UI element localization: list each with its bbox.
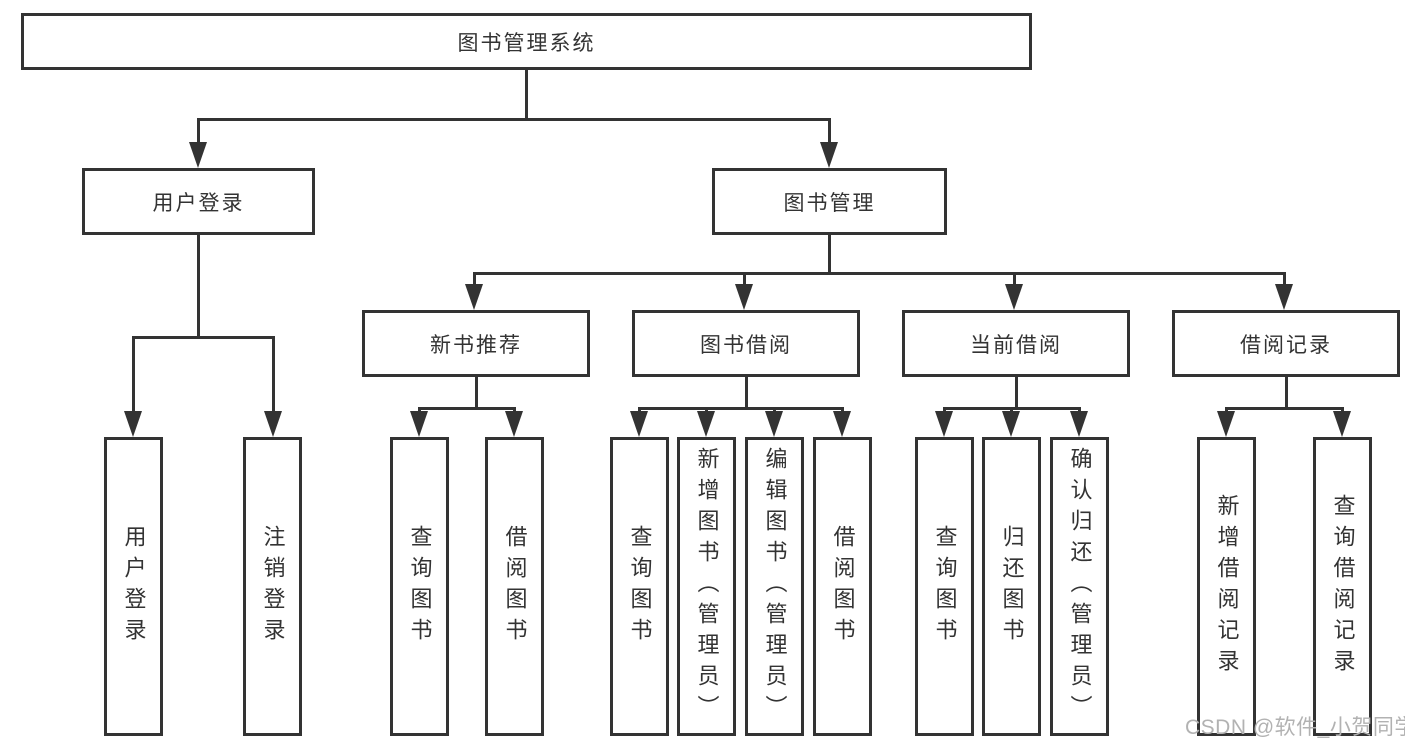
- node-book-borrow: 图书借阅: [632, 310, 860, 377]
- arrowhead-icon: [1070, 411, 1088, 437]
- node-cb-confirm-return: 确认归还（管理员）: [1050, 437, 1109, 736]
- arrowhead-icon: [505, 411, 523, 437]
- arrowhead-icon: [1333, 411, 1351, 437]
- node-bb-borrow-book: 借阅图书: [813, 437, 872, 736]
- arrowhead-icon: [1002, 411, 1020, 437]
- node-br-add-record: 新增借阅记录: [1197, 437, 1256, 736]
- node-bb-add-book: 新增图书（管理员）: [677, 437, 736, 736]
- connector-drop-user-login-group: [271, 336, 275, 413]
- node-root: 图书管理系统: [21, 13, 1032, 70]
- arrowhead-icon: [833, 411, 851, 437]
- connector-branch-book-borrow: [637, 407, 844, 410]
- node-logout: 注销登录: [243, 437, 302, 736]
- connector-drop-current-borrow: [1009, 407, 1013, 413]
- node-new-book: 新书推荐: [362, 310, 590, 377]
- connector-drop-new-book: [417, 407, 421, 413]
- connector-drop-book-management: [472, 272, 476, 286]
- arrowhead-icon: [1005, 284, 1023, 310]
- arrowhead-icon: [410, 411, 428, 437]
- connector-drop-new-book: [512, 407, 516, 413]
- node-bb-query-book: 查询图书: [610, 437, 669, 736]
- connector-drop-current-borrow: [1077, 407, 1081, 413]
- connector-drop-book-borrow: [772, 407, 776, 413]
- connector-drop-borrow-records: [1224, 407, 1228, 413]
- connector-drop-book-borrow: [704, 407, 708, 413]
- csdn-watermark: CSDN @软件_小贺同学: [1185, 716, 1405, 739]
- connector-branch-root: [196, 118, 831, 121]
- arrowhead-icon: [820, 142, 838, 168]
- node-book-management: 图书管理: [712, 168, 947, 235]
- node-cb-query-book: 查询图书: [915, 437, 974, 736]
- arrowhead-icon: [630, 411, 648, 437]
- arrowhead-icon: [1217, 411, 1235, 437]
- connector-branch-borrow-records: [1224, 407, 1344, 410]
- arrowhead-icon: [735, 284, 753, 310]
- connector-drop-current-borrow: [942, 407, 946, 413]
- arrowhead-icon: [124, 411, 142, 437]
- arrowhead-icon: [264, 411, 282, 437]
- connector-drop-book-management: [1282, 272, 1286, 286]
- node-nb-query-book: 查询图书: [390, 437, 449, 736]
- connector-drop-user-login-group: [131, 336, 135, 413]
- connector-stem-book-borrow: [744, 377, 748, 410]
- connector-drop-root: [827, 118, 831, 144]
- connector-drop-book-management: [1012, 272, 1016, 286]
- connector-drop-book-borrow: [637, 407, 641, 413]
- connector-stem-book-management: [827, 235, 831, 275]
- connector-stem-new-book: [474, 377, 478, 410]
- arrowhead-icon: [465, 284, 483, 310]
- connector-stem-user-login-group: [196, 235, 200, 339]
- connector-drop-root: [196, 118, 200, 144]
- connector-drop-borrow-records: [1340, 407, 1344, 413]
- connector-stem-borrow-records: [1284, 377, 1288, 410]
- connector-branch-new-book: [417, 407, 516, 410]
- arrowhead-icon: [935, 411, 953, 437]
- node-cb-return-book: 归还图书: [982, 437, 1041, 736]
- arrowhead-icon: [765, 411, 783, 437]
- arrowhead-icon: [1275, 284, 1293, 310]
- connector-branch-book-management: [472, 272, 1286, 275]
- connector-drop-book-management: [742, 272, 746, 286]
- connector-stem-current-borrow: [1014, 377, 1018, 410]
- node-bb-edit-book: 编辑图书（管理员）: [745, 437, 804, 736]
- connector-stem-root: [524, 70, 528, 121]
- connector-branch-user-login-group: [131, 336, 275, 339]
- node-current-borrow: 当前借阅: [902, 310, 1130, 377]
- node-borrow-records: 借阅记录: [1172, 310, 1400, 377]
- arrowhead-icon: [189, 142, 207, 168]
- node-nb-borrow-book: 借阅图书: [485, 437, 544, 736]
- node-user-login-group: 用户登录: [82, 168, 315, 235]
- arrowhead-icon: [697, 411, 715, 437]
- node-user-login: 用户登录: [104, 437, 163, 736]
- connector-drop-book-borrow: [840, 407, 844, 413]
- node-br-query-record: 查询借阅记录: [1313, 437, 1372, 736]
